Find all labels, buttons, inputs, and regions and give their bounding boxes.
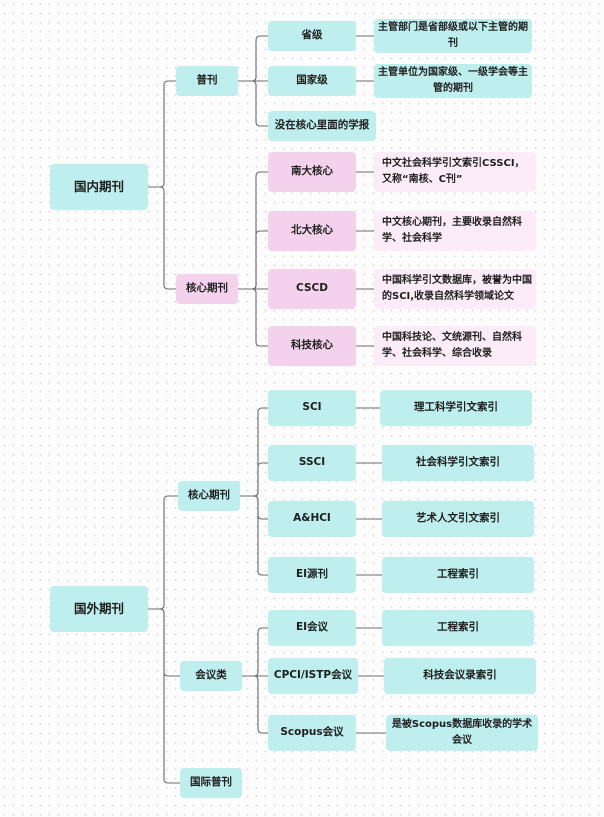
- link-fcore-to-ssci: [240, 462, 268, 497]
- beida-core-node[interactable]: 北大核心: [268, 211, 356, 251]
- scopus-conference-note: 是被Scopus数据库收录的学术会议: [386, 715, 538, 751]
- ahci-node[interactable]: A&HCI: [268, 501, 356, 537]
- ahci-note: 艺术人文引文索引: [382, 501, 534, 537]
- provincial-node[interactable]: 省级: [268, 21, 356, 51]
- link-fcore-to-ei: [240, 495, 268, 576]
- keji-core-node[interactable]: 科技核心: [268, 326, 356, 366]
- nanda-core-note: 中文社会科学引文索引CSSCI，又称“南核、C刊”: [374, 152, 536, 192]
- beida-core-note: 中文核心期刊，主要收录自然科学、社会科学: [374, 211, 536, 251]
- national-note: 主管单位为国家级、一级学会等主管的期刊: [374, 64, 532, 98]
- cpci-istp-note: 科技会议录索引: [384, 658, 536, 694]
- link-domestic-root-to-core: [148, 186, 176, 290]
- link-general-to-provincial: [238, 35, 268, 82]
- ei-conference-note: 工程索引: [382, 610, 534, 646]
- foreign-general-node[interactable]: 国际普刊: [180, 768, 242, 798]
- link-fcore-to-ahci: [240, 495, 268, 520]
- ssci-note: 社会科学引文索引: [382, 445, 534, 481]
- link-fcore-to-sci: [240, 407, 268, 497]
- ssci-node[interactable]: SSCI: [268, 445, 356, 481]
- link-conf-to-ei: [242, 627, 268, 677]
- keji-core-note: 中国科技论、文统源刊、自然科学、社会科学、综合收录: [374, 326, 536, 366]
- link-foreign-root-to-core: [148, 495, 178, 610]
- link-general-to-university: [238, 80, 268, 127]
- domestic-core-node[interactable]: 核心期刊: [176, 274, 238, 304]
- national-node[interactable]: 国家级: [268, 66, 356, 96]
- cscd-note: 中国科学引文数据库，被誉为中国的SCI,收录自然科学领域论文: [374, 269, 536, 309]
- cpci-istp-node[interactable]: CPCI/ISTP会议: [268, 658, 358, 694]
- ei-journal-node[interactable]: EI源刊: [268, 557, 356, 593]
- link-core-to-beida: [238, 230, 268, 290]
- sci-note: 理工科学引文索引: [380, 390, 532, 426]
- foreign-root-node[interactable]: 国外期刊: [50, 586, 148, 632]
- sci-node[interactable]: SCI: [268, 390, 356, 426]
- scopus-conference-node[interactable]: Scopus会议: [268, 715, 356, 751]
- foreign-core-node[interactable]: 核心期刊: [178, 481, 240, 511]
- nanda-core-node[interactable]: 南大核心: [268, 152, 356, 192]
- provincial-note: 主管部门是省部级或以下主管的期刊: [374, 19, 532, 53]
- domestic-general-node[interactable]: 普刊: [176, 66, 238, 96]
- conference-node[interactable]: 会议类: [180, 661, 242, 691]
- university-journal-node[interactable]: 没在核心里面的学报: [268, 111, 376, 141]
- domestic-root-node[interactable]: 国内期刊: [50, 164, 148, 210]
- ei-journal-note: 工程索引: [382, 557, 534, 593]
- link-conf-to-scopus: [242, 675, 268, 734]
- link-domestic-root-to-general: [148, 80, 176, 188]
- link-foreign-root-to-general: [148, 608, 180, 784]
- link-core-to-keji: [238, 288, 268, 347]
- ei-conference-node[interactable]: EI会议: [268, 610, 356, 646]
- cscd-node[interactable]: CSCD: [268, 269, 356, 309]
